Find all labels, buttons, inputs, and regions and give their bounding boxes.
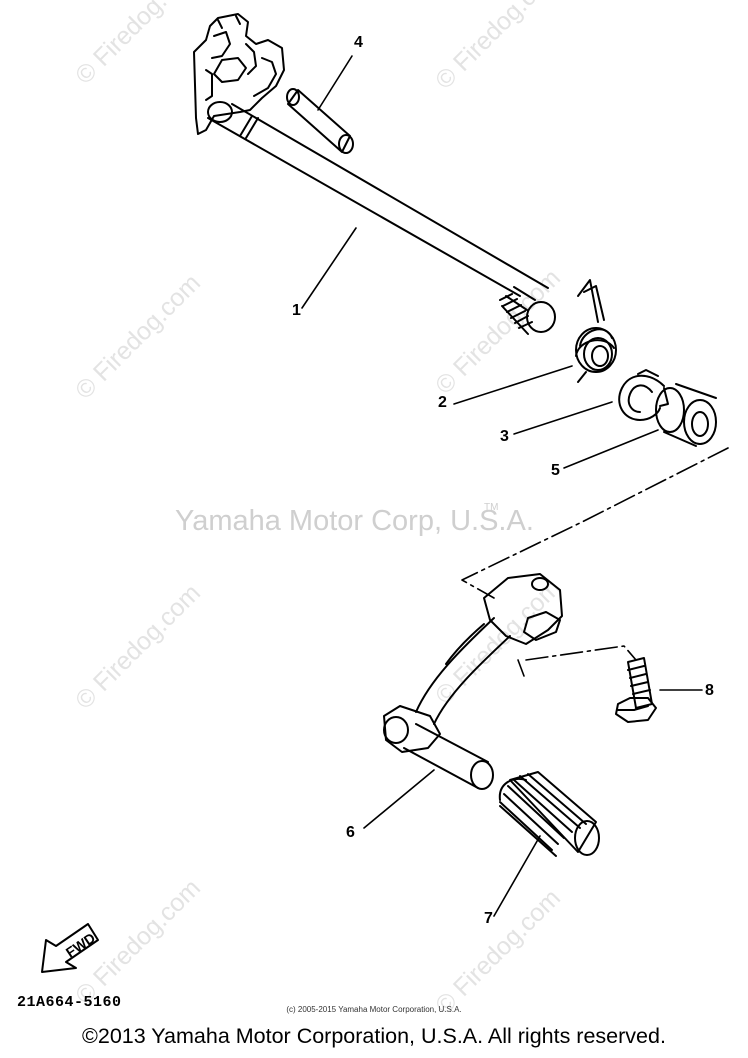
leader-lines <box>301 55 703 917</box>
part-pedal-rubber <box>498 771 600 857</box>
leader-2 <box>453 365 573 405</box>
part-torsion-spring <box>575 279 617 383</box>
callout-number: 4 <box>354 34 363 51</box>
part-shift-shaft <box>193 13 556 335</box>
part-oil-seal <box>655 383 717 447</box>
small-copyright: (c) 2005-2015 Yamaha Motor Corporation, … <box>286 1005 462 1014</box>
leader-1 <box>301 227 357 309</box>
part-code: 21A664-5160 <box>17 994 122 1011</box>
fwd-label: FWD <box>63 929 98 960</box>
callout-number: 7 <box>484 910 493 927</box>
watermark-trademark: TM <box>484 502 499 513</box>
assembly-lines <box>461 447 729 677</box>
fwd-arrow-icon <box>41 923 99 973</box>
callout-number: 1 <box>292 302 301 319</box>
callout-number: 5 <box>551 462 560 479</box>
watermark-center: Yamaha Motor Corp, U.S.A. <box>175 505 534 537</box>
leader-7 <box>493 835 541 917</box>
part-shift-pedal <box>383 573 563 790</box>
callout-number: 8 <box>705 682 714 699</box>
leader-4 <box>317 55 353 111</box>
part-bolt <box>615 657 657 723</box>
callout-number: 3 <box>500 428 509 445</box>
callout-number: 2 <box>438 394 447 411</box>
callout-number: 6 <box>346 824 355 841</box>
leader-5 <box>563 429 659 469</box>
part-pin <box>286 88 354 154</box>
leader-3 <box>513 401 613 435</box>
leader-6 <box>363 769 435 829</box>
part-circlip <box>618 369 669 421</box>
copyright-notice: ©2013 Yamaha Motor Corporation, U.S.A. A… <box>82 1024 666 1048</box>
